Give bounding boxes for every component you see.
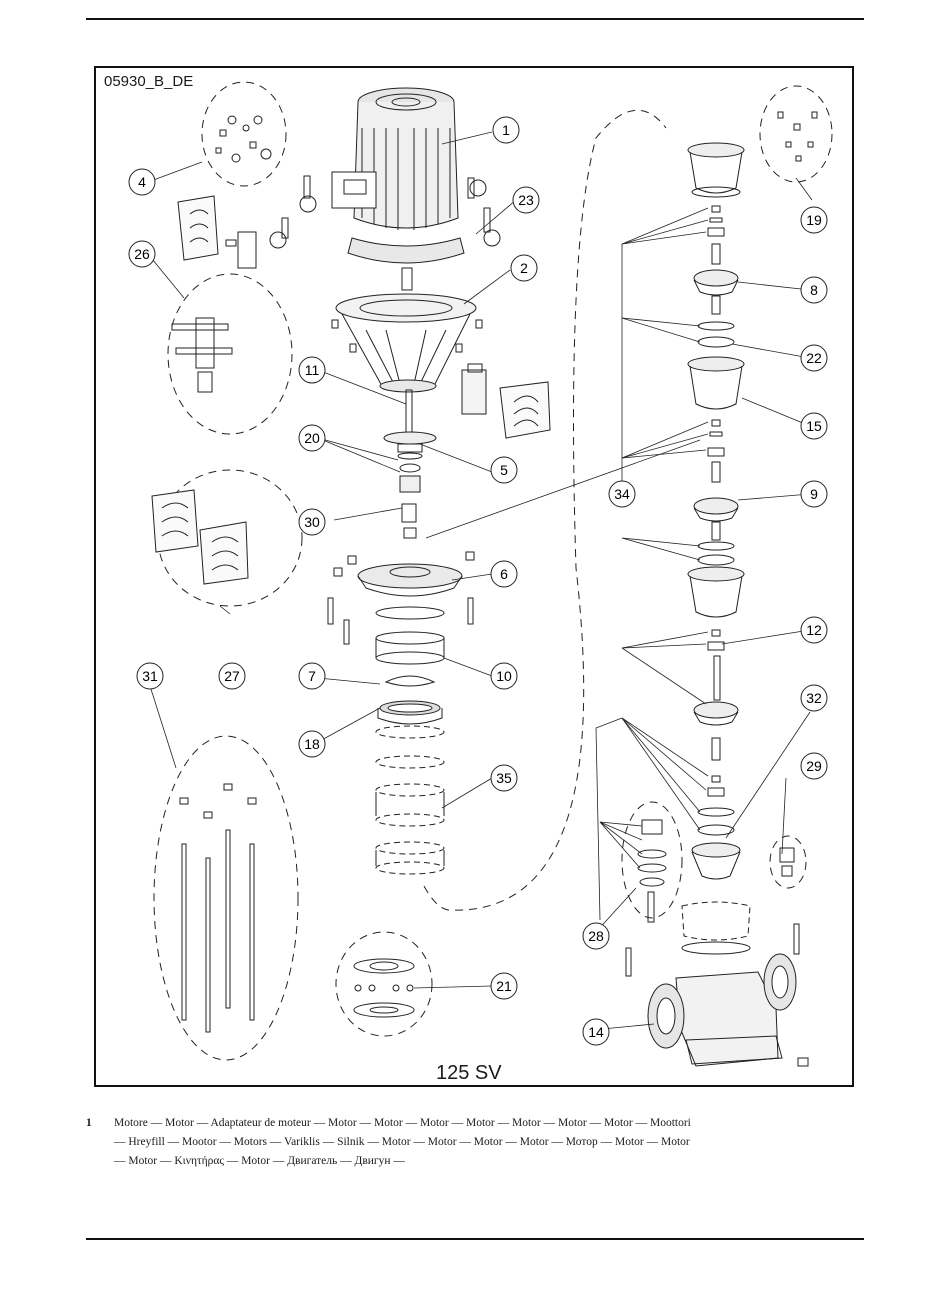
svg-text:34: 34 <box>614 486 630 502</box>
callout-21: 21 <box>490 972 518 1000</box>
callout-5: 5 <box>490 456 518 484</box>
svg-text:22: 22 <box>806 350 822 366</box>
svg-text:31: 31 <box>142 668 158 684</box>
callout-20: 20 <box>298 424 326 452</box>
callout-19: 19 <box>800 206 828 234</box>
callout-1: 1 <box>492 116 520 144</box>
callout-29: 29 <box>800 752 828 780</box>
group-28-parts <box>637 819 667 923</box>
exploded-view-drawing: 1 2 4 5 6 7 8 9 10 11 12 14 15 18 19 20 … <box>128 81 833 1067</box>
callout-23: 23 <box>512 186 540 214</box>
svg-text:21: 21 <box>496 978 512 994</box>
svg-text:18: 18 <box>304 736 320 752</box>
callout-26: 26 <box>128 240 156 268</box>
head-cover-part <box>327 551 475 645</box>
svg-text:19: 19 <box>806 212 822 228</box>
callout-18: 18 <box>298 730 326 758</box>
svg-text:4: 4 <box>138 174 146 190</box>
bottom-rule <box>86 1238 864 1240</box>
callout-11: 11 <box>298 356 326 384</box>
drawing-code: 05930_B_DE <box>104 73 194 90</box>
callout-27: 27 <box>218 662 246 690</box>
seal-housing-part <box>383 389 437 539</box>
callout-12: 12 <box>800 616 828 644</box>
leader-lines <box>147 131 813 1031</box>
adapter-part <box>331 293 483 393</box>
legend-line: — Motor — Κινητήρας — Motor — Двигатель … <box>114 1155 405 1167</box>
svg-text:28: 28 <box>588 928 604 944</box>
group-19-fasteners <box>777 111 818 162</box>
callout-10: 10 <box>490 662 518 690</box>
callout-22: 22 <box>800 344 828 372</box>
callout-9: 9 <box>800 480 828 508</box>
svg-text:12: 12 <box>806 622 822 638</box>
svg-text:11: 11 <box>305 362 320 378</box>
callout-14: 14 <box>582 1018 610 1046</box>
svg-text:9: 9 <box>810 486 818 502</box>
callout-bubbles: 1 2 4 5 6 7 8 9 10 11 12 14 15 18 19 20 … <box>128 116 828 1046</box>
callout-34: 34 <box>608 480 636 508</box>
legend-item-number: 1 <box>86 1117 92 1129</box>
svg-text:2: 2 <box>520 260 528 276</box>
callout-7: 7 <box>298 662 326 690</box>
callout-30: 30 <box>298 508 326 536</box>
group-26-bracket <box>171 195 257 393</box>
svg-text:32: 32 <box>806 690 822 706</box>
coupling-guard <box>461 363 551 439</box>
group-31-tie-rods <box>179 783 257 1033</box>
svg-text:7: 7 <box>308 668 316 684</box>
svg-text:27: 27 <box>224 668 240 684</box>
callout-2: 2 <box>510 254 538 282</box>
model-label: 125 SV <box>436 1062 502 1084</box>
sleeve-and-rings <box>375 606 445 875</box>
callout-15: 15 <box>800 412 828 440</box>
svg-text:30: 30 <box>304 514 320 530</box>
svg-text:29: 29 <box>806 758 822 774</box>
group-27-guards <box>151 489 249 585</box>
callout-8: 8 <box>800 276 828 304</box>
svg-text:35: 35 <box>496 770 512 786</box>
svg-text:8: 8 <box>810 282 818 298</box>
svg-text:1: 1 <box>502 122 510 138</box>
svg-text:20: 20 <box>304 430 320 446</box>
pump-stages-column <box>681 142 751 955</box>
svg-text:5: 5 <box>500 462 508 478</box>
group-4-fasteners <box>215 115 272 163</box>
svg-text:23: 23 <box>518 192 534 208</box>
legend-line: Motore — Motor — Adaptateur de moteur — … <box>114 1117 691 1129</box>
top-rule <box>86 18 864 20</box>
motor-part <box>331 87 465 291</box>
eyebolts <box>269 175 501 249</box>
detail-outlines <box>153 81 833 1061</box>
callout-6: 6 <box>490 560 518 588</box>
svg-text:15: 15 <box>806 418 822 434</box>
svg-text:26: 26 <box>134 246 150 262</box>
svg-text:6: 6 <box>500 566 508 582</box>
callout-4: 4 <box>128 168 156 196</box>
svg-text:14: 14 <box>588 1024 604 1040</box>
drawing-frame: 1 2 4 5 6 7 8 9 10 11 12 14 15 18 19 20 … <box>94 66 854 1087</box>
group-29-plug <box>779 847 795 877</box>
pump-base <box>625 923 809 1067</box>
callout-32: 32 <box>800 684 828 712</box>
legend-line: — Hreyfill — Mootor — Motors — Variklis … <box>114 1136 690 1148</box>
callout-28: 28 <box>582 922 610 950</box>
legend-item-text: Motore — Motor — Adaptateur de moteur — … <box>114 1114 866 1171</box>
callout-35: 35 <box>490 764 518 792</box>
group-21-seal-kit <box>353 958 415 1018</box>
callout-31: 31 <box>136 662 164 690</box>
svg-text:10: 10 <box>496 668 512 684</box>
